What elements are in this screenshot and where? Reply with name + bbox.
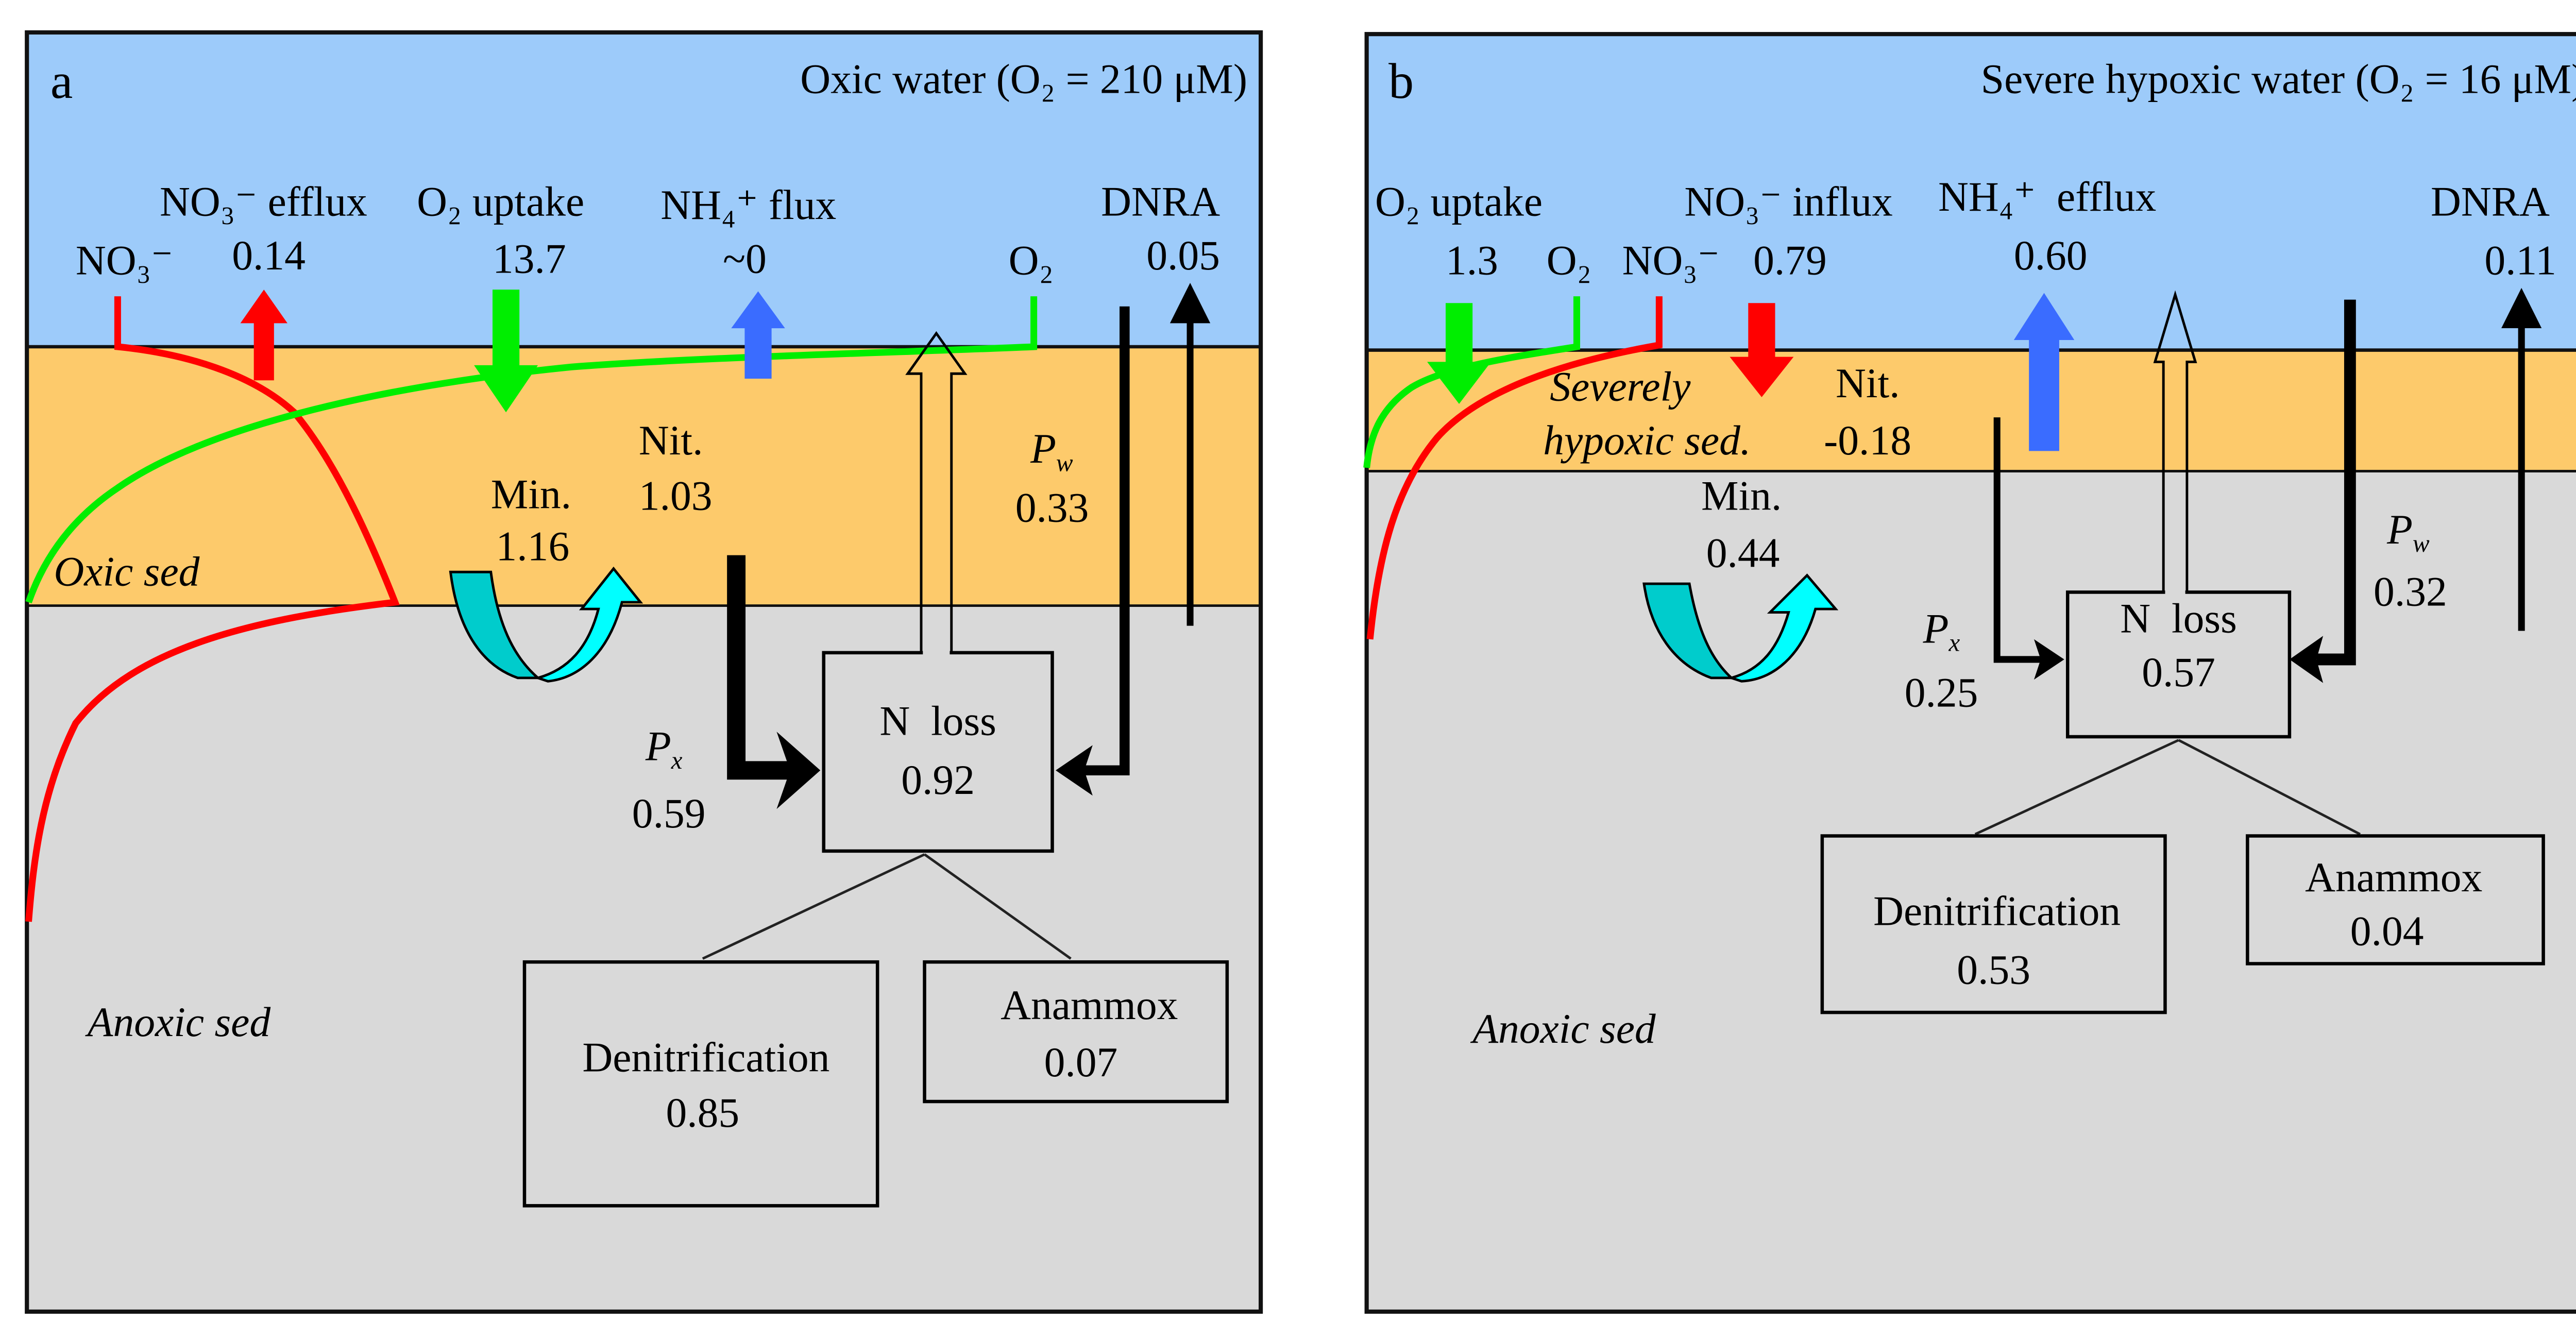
o2-profile-curve	[25, 296, 1038, 604]
anoxic-sed-label: Anoxic sed	[1470, 1005, 1656, 1052]
px-value: 0.59	[632, 790, 706, 837]
mineralization-label: Min.	[491, 470, 571, 517]
n-loss-value: 0.57	[2142, 649, 2215, 696]
pw-symbol: Pw	[2386, 506, 2430, 557]
denitrification-box	[522, 960, 879, 1208]
panel-frame	[25, 30, 1263, 1314]
no3-profile-curve	[25, 296, 400, 922]
anammox-label: Anammox	[2305, 854, 2482, 901]
panel-frame	[1364, 32, 2576, 1314]
panel-letter: a	[50, 54, 73, 109]
no3-profile-label: NO₃⁻	[1622, 237, 1720, 284]
pw-arrowhead-icon	[2289, 636, 2324, 683]
pw-symbol: Pw	[1030, 425, 1073, 477]
mineralization-cycle-icon	[1642, 573, 1839, 683]
o2-uptake-label: O₂ uptake	[1375, 178, 1543, 225]
n-loss-box	[822, 651, 1054, 853]
nh4-flux-label: NH₄⁺ flux	[660, 181, 836, 228]
connector-line	[702, 853, 925, 960]
water-title: Oxic water (O₂ = 210 μM)	[800, 55, 1247, 102]
anammox-box	[923, 960, 1229, 1104]
px-arrowhead-icon	[776, 732, 821, 809]
o2-uptake-value: 13.7	[493, 235, 566, 282]
mineralization-value: 1.16	[496, 522, 570, 569]
px-value: 0.25	[1905, 669, 1978, 716]
denitrification-label: Denitrification	[1873, 887, 2121, 934]
n2-efflux-hollow-arrow	[905, 331, 968, 653]
no3-efflux-value: 0.14	[232, 232, 306, 279]
nitrification-value: -0.18	[1824, 417, 1911, 464]
pw-path	[2316, 299, 2356, 666]
o2-profile-label: O₂	[1009, 237, 1054, 284]
water-layer	[27, 32, 1261, 347]
o2-uptake-arrow	[1427, 303, 1492, 404]
no3-influx-value: 0.79	[1753, 237, 1827, 284]
no3-influx-label: NO₃⁻ influx	[1684, 178, 1892, 225]
px-symbol: Px	[1923, 605, 1960, 656]
anoxic-sed-label: Anoxic sed	[85, 998, 271, 1045]
anammox-value: 0.04	[2350, 908, 2424, 955]
connector-line	[924, 853, 1072, 960]
panel-a: a Oxic water (O₂ = 210 μM) NO₃⁻ O₂ NO₃⁻ …	[25, 30, 1263, 1314]
denitrification-label: Denitrification	[582, 1033, 829, 1080]
dnra-label: DNRA	[2431, 178, 2550, 225]
connector-line	[1974, 739, 2179, 836]
panel-b: b Severe hypoxic water (O₂ = 16 μM) O₂ N…	[1363, 32, 2576, 1314]
oxic-sediment-layer	[27, 347, 1261, 606]
hypoxic-sed-label-line2: hypoxic sed.	[1543, 417, 1751, 464]
px-path	[727, 555, 790, 780]
n2-efflux-hollow-arrow	[2153, 290, 2197, 592]
hypoxic-sed-label-line1: Severely	[1550, 363, 1691, 410]
water-layer	[1366, 34, 2576, 350]
no3-efflux-arrow	[240, 290, 287, 381]
denitrification-value: 0.85	[666, 1089, 739, 1136]
pw-value: 0.32	[2374, 568, 2447, 615]
water-title: Severe hypoxic water (O₂ = 16 μM)	[1981, 55, 2576, 102]
mineralization-cycle-icon	[449, 566, 643, 683]
panel-letter: b	[1388, 54, 1414, 109]
nh4-efflux-label: NH₄⁺ efflux	[1938, 173, 2156, 220]
px-symbol: Px	[645, 723, 683, 774]
o2-uptake-value: 1.3	[1446, 237, 1498, 284]
denitrification-box	[1820, 834, 2167, 1014]
mineralization-value: 0.44	[1706, 529, 1780, 576]
no3-efflux-label: NO₃⁻ efflux	[160, 178, 367, 225]
no3-profile-label: NO₃⁻	[76, 237, 173, 284]
nitrification-value: 1.03	[639, 472, 713, 519]
anammox-box	[2246, 834, 2545, 965]
dnra-value: 0.05	[1146, 232, 1220, 279]
anammox-label: Anammox	[1001, 981, 1178, 1028]
denitrification-value: 0.53	[1957, 946, 2030, 993]
mineralization-label: Min.	[1701, 472, 1782, 519]
nh4-flux-value: ~0	[723, 235, 767, 282]
no3-profile-curve	[1366, 296, 1663, 640]
anammox-value: 0.07	[1044, 1039, 1118, 1086]
o2-profile-curve	[1363, 296, 1581, 468]
nh4-efflux-value: 0.60	[2014, 232, 2088, 279]
n-loss-value: 0.92	[901, 756, 975, 803]
nitrification-label: Nit.	[1836, 360, 1900, 406]
o2-profile-label: O₂	[1547, 237, 1591, 284]
dnra-label: DNRA	[1101, 178, 1220, 225]
connector-line	[2178, 739, 2361, 836]
oxic-sed-label: Oxic sed	[54, 548, 199, 595]
dnra-value: 0.11	[2484, 237, 2556, 284]
no3-influx-arrow	[1730, 303, 1794, 397]
n-loss-box	[2065, 590, 2292, 739]
n-loss-label: N loss	[879, 698, 996, 744]
px-arrowhead-icon	[2033, 639, 2064, 680]
pw-arrowhead-icon	[1056, 745, 1093, 796]
o2-uptake-arrow	[474, 290, 538, 413]
pw-value: 0.33	[1015, 484, 1089, 531]
n-loss-label: N loss	[2120, 595, 2237, 642]
pw-path	[1076, 306, 1130, 776]
px-path	[1993, 417, 2041, 663]
o2-uptake-label: O₂ uptake	[417, 178, 584, 225]
hypoxic-sediment-layer	[1366, 350, 2576, 471]
nitrification-label: Nit.	[639, 417, 703, 464]
